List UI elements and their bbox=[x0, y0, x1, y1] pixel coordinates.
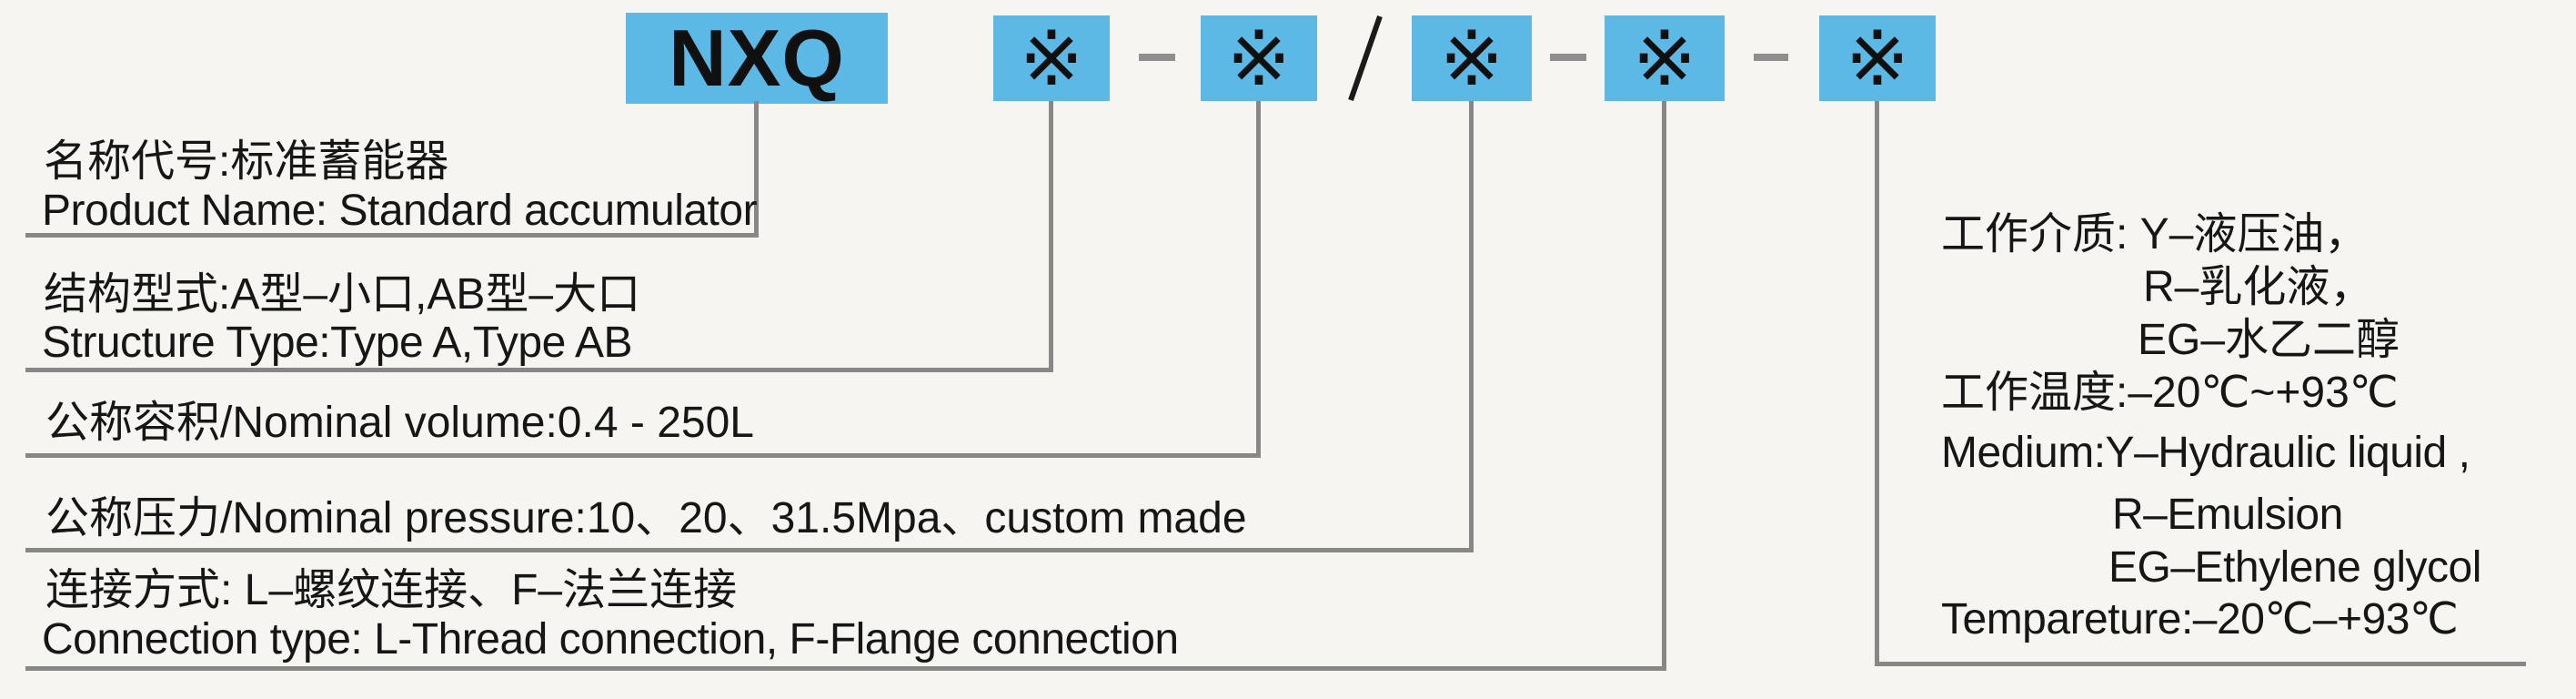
underline-structure-type bbox=[25, 368, 1053, 372]
label-nominal-volume: 公称容积/Nominal volume:0.4 - 250L bbox=[45, 399, 754, 447]
code-box-connection-type: ※ bbox=[1605, 15, 1725, 101]
underline-medium-block bbox=[1875, 662, 2526, 666]
prefix-label: NXQ bbox=[669, 13, 845, 103]
label-structure-type-cn: 结构型式:A型–小口,AB型–大口 bbox=[44, 270, 641, 319]
connector-v-nominal-pressure bbox=[1469, 101, 1474, 552]
underline-nominal-pressure bbox=[25, 548, 1474, 552]
code-dash-separator-2 bbox=[1550, 54, 1586, 61]
code-dash-separator-1 bbox=[1139, 54, 1175, 61]
label-connection-type-cn: 连接方式: L–螺纹连接、F–法兰连接 bbox=[45, 566, 738, 614]
label-structure-type-en: Structure Type:Type A,Type AB bbox=[42, 319, 633, 367]
connector-v-structure-type bbox=[1049, 101, 1053, 372]
code-dash-separator-3 bbox=[1754, 54, 1788, 61]
code-box-nominal-volume: ※ bbox=[1201, 15, 1317, 101]
label-medium-cn: 工作介质: Y–液压油， bbox=[1941, 210, 2369, 258]
label-nominal-pressure: 公称压力/Nominal pressure:10、20、31.5Mpa、cust… bbox=[45, 494, 1247, 542]
connector-v-medium bbox=[1875, 101, 1879, 666]
label-medium-en-r: R–Emulsion bbox=[2112, 491, 2343, 539]
connector-v-connection-type bbox=[1662, 101, 1666, 671]
code-box-prefix: NXQ bbox=[626, 13, 888, 104]
label-product-name-cn: 名称代号:标准蓄能器 bbox=[44, 137, 449, 186]
label-connection-type-en: Connection type: L-Thread connection, F-… bbox=[42, 615, 1179, 664]
code-box-nominal-pressure: ※ bbox=[1412, 15, 1532, 101]
code-slash-separator bbox=[1344, 13, 1384, 104]
label-temperature-en: Tempareture:–20℃–+93℃ bbox=[1941, 595, 2459, 643]
underline-product-name bbox=[25, 233, 759, 238]
wildcard-symbol: ※ bbox=[1439, 14, 1504, 103]
label-product-name-en: Product Name: Standard accumulator bbox=[42, 187, 758, 235]
wildcard-symbol: ※ bbox=[1019, 14, 1084, 103]
wildcard-symbol: ※ bbox=[1845, 14, 1910, 103]
connector-v-product-name bbox=[754, 101, 759, 238]
label-temperature-cn: 工作温度:–20℃~+93℃ bbox=[1941, 369, 2399, 417]
wildcard-symbol: ※ bbox=[1226, 14, 1292, 103]
code-box-medium: ※ bbox=[1819, 15, 1936, 101]
label-medium-cn-r: R–乳化液， bbox=[2143, 263, 2374, 311]
label-medium-en: Medium:Y–Hydraulic liquid , bbox=[1941, 429, 2470, 477]
underline-nominal-volume bbox=[25, 453, 1261, 458]
wildcard-symbol: ※ bbox=[1632, 14, 1697, 103]
label-medium-en-eg: EG–Ethylene glycol bbox=[2108, 543, 2481, 592]
underline-connection-type bbox=[25, 666, 1666, 671]
label-medium-cn-eg: EG–水乙二醇 bbox=[2138, 316, 2400, 364]
code-box-structure-type: ※ bbox=[993, 15, 1110, 101]
connector-v-nominal-volume bbox=[1256, 101, 1261, 458]
